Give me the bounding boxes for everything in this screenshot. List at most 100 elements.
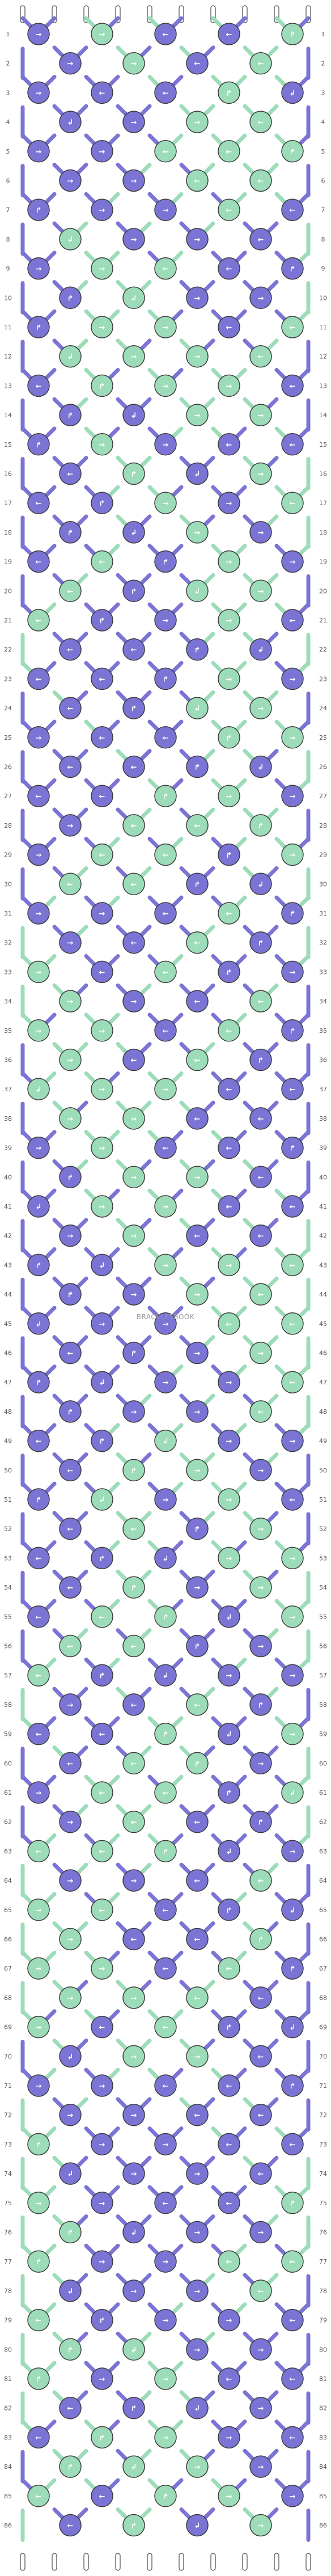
knot[interactable]: ← <box>218 2133 240 2156</box>
knot[interactable]: ← <box>281 2367 304 2390</box>
knot[interactable]: ← <box>91 2485 113 2507</box>
knot[interactable]: ← <box>218 1136 240 1159</box>
knot[interactable]: ← <box>27 374 50 397</box>
knot[interactable]: ↱ <box>27 1488 50 1511</box>
knot[interactable]: ← <box>218 1312 240 1335</box>
knot[interactable]: → <box>186 2280 209 2302</box>
knot[interactable]: ↱ <box>186 638 209 661</box>
knot[interactable]: ↱ <box>59 404 82 426</box>
knot[interactable]: ↱ <box>281 2192 304 2214</box>
knot[interactable]: → <box>186 1576 209 1599</box>
knot[interactable]: → <box>281 785 304 807</box>
knot[interactable]: → <box>59 931 82 954</box>
knot[interactable]: ← <box>59 2514 82 2537</box>
knot[interactable]: ↲ <box>281 1899 304 1921</box>
knot[interactable]: ↲ <box>122 521 145 544</box>
knot[interactable]: → <box>59 990 82 1012</box>
knot[interactable]: ← <box>59 1752 82 1775</box>
knot[interactable]: → <box>281 1605 304 1628</box>
knot[interactable]: ← <box>186 1693 209 1716</box>
knot[interactable]: ↱ <box>122 1459 145 1482</box>
knot[interactable]: → <box>249 2455 272 2478</box>
knot[interactable]: → <box>186 2045 209 2068</box>
knot[interactable]: ↲ <box>27 1195 50 1218</box>
knot[interactable]: ← <box>59 1341 82 1365</box>
knot[interactable]: ← <box>249 1166 272 1189</box>
knot[interactable]: ← <box>249 1986 272 2009</box>
knot[interactable]: → <box>59 1048 82 1071</box>
knot[interactable]: ← <box>281 492 304 514</box>
knot[interactable]: → <box>218 609 240 632</box>
knot[interactable]: ← <box>27 1840 50 1863</box>
knot[interactable]: ↱ <box>122 1576 145 1599</box>
knot[interactable]: ↱ <box>154 1605 177 1628</box>
knot[interactable]: ← <box>59 755 82 778</box>
knot[interactable]: → <box>281 1722 304 1745</box>
knot[interactable]: ↲ <box>218 1605 240 1628</box>
knot[interactable]: ← <box>154 257 177 280</box>
knot[interactable]: → <box>154 1195 177 1218</box>
knot[interactable]: → <box>218 667 240 690</box>
knot[interactable]: ↱ <box>281 1136 304 1159</box>
knot[interactable]: ← <box>186 1224 209 1247</box>
knot[interactable]: → <box>281 667 304 690</box>
knot[interactable]: → <box>122 169 145 192</box>
knot[interactable]: ↲ <box>218 1840 240 1863</box>
knot[interactable]: ← <box>186 814 209 837</box>
knot[interactable]: → <box>218 1371 240 1393</box>
knot[interactable]: ← <box>59 638 82 661</box>
knot[interactable]: → <box>218 1429 240 1452</box>
knot[interactable]: → <box>186 1459 209 1482</box>
knot[interactable]: ↲ <box>91 1371 113 1393</box>
knot[interactable]: ← <box>218 2250 240 2273</box>
knot[interactable]: ↱ <box>27 1371 50 1393</box>
knot[interactable]: → <box>122 2045 145 2068</box>
knot[interactable]: ↱ <box>59 1283 82 1306</box>
knot[interactable]: ← <box>154 902 177 925</box>
knot[interactable]: ↲ <box>154 1429 177 1452</box>
knot[interactable]: → <box>154 2308 177 2332</box>
knot[interactable]: ↱ <box>281 1019 304 1042</box>
knot[interactable]: ← <box>91 1899 113 1921</box>
knot[interactable]: ↱ <box>27 2367 50 2390</box>
knot[interactable]: ← <box>122 931 145 954</box>
knot[interactable]: → <box>154 1253 177 1277</box>
knot[interactable]: ← <box>186 52 209 75</box>
knot[interactable]: ← <box>154 1899 177 1921</box>
knot[interactable]: ← <box>27 2426 50 2449</box>
knot[interactable]: ← <box>186 1810 209 1833</box>
knot[interactable]: ↱ <box>27 433 50 456</box>
knot[interactable]: ↲ <box>122 404 145 426</box>
knot[interactable]: → <box>27 257 50 280</box>
knot[interactable]: → <box>59 1810 82 1833</box>
knot[interactable]: → <box>249 521 272 544</box>
knot[interactable]: ↱ <box>27 198 50 221</box>
knot[interactable]: ← <box>154 843 177 866</box>
knot[interactable]: ↱ <box>154 1840 177 1863</box>
knot[interactable]: ↲ <box>249 638 272 661</box>
knot[interactable]: ← <box>27 1664 50 1687</box>
knot[interactable]: ← <box>281 2250 304 2273</box>
knot[interactable]: → <box>218 1253 240 1277</box>
knot[interactable]: → <box>122 990 145 1012</box>
knot[interactable]: ↱ <box>154 1722 177 1745</box>
knot[interactable]: ↲ <box>281 2015 304 2039</box>
knot[interactable]: ← <box>249 2162 272 2185</box>
knot[interactable]: → <box>249 1634 272 1658</box>
knot[interactable]: ↱ <box>91 2426 113 2449</box>
knot[interactable]: → <box>186 228 209 251</box>
knot[interactable]: ↱ <box>59 1400 82 1423</box>
knot[interactable]: → <box>59 1693 82 1716</box>
knot[interactable]: ← <box>249 1869 272 1892</box>
knot[interactable]: ↱ <box>154 667 177 690</box>
knot[interactable]: ↲ <box>154 1664 177 1687</box>
knot[interactable]: → <box>59 1224 82 1247</box>
knot[interactable]: ↱ <box>281 2074 304 2097</box>
knot[interactable]: ← <box>218 1019 240 1042</box>
knot[interactable]: ↱ <box>186 872 209 896</box>
knot[interactable]: ↲ <box>186 697 209 719</box>
knot[interactable]: ← <box>154 1019 177 1042</box>
knot[interactable]: ← <box>281 2133 304 2156</box>
knot[interactable]: → <box>186 1166 209 1189</box>
knot[interactable]: → <box>91 198 113 221</box>
